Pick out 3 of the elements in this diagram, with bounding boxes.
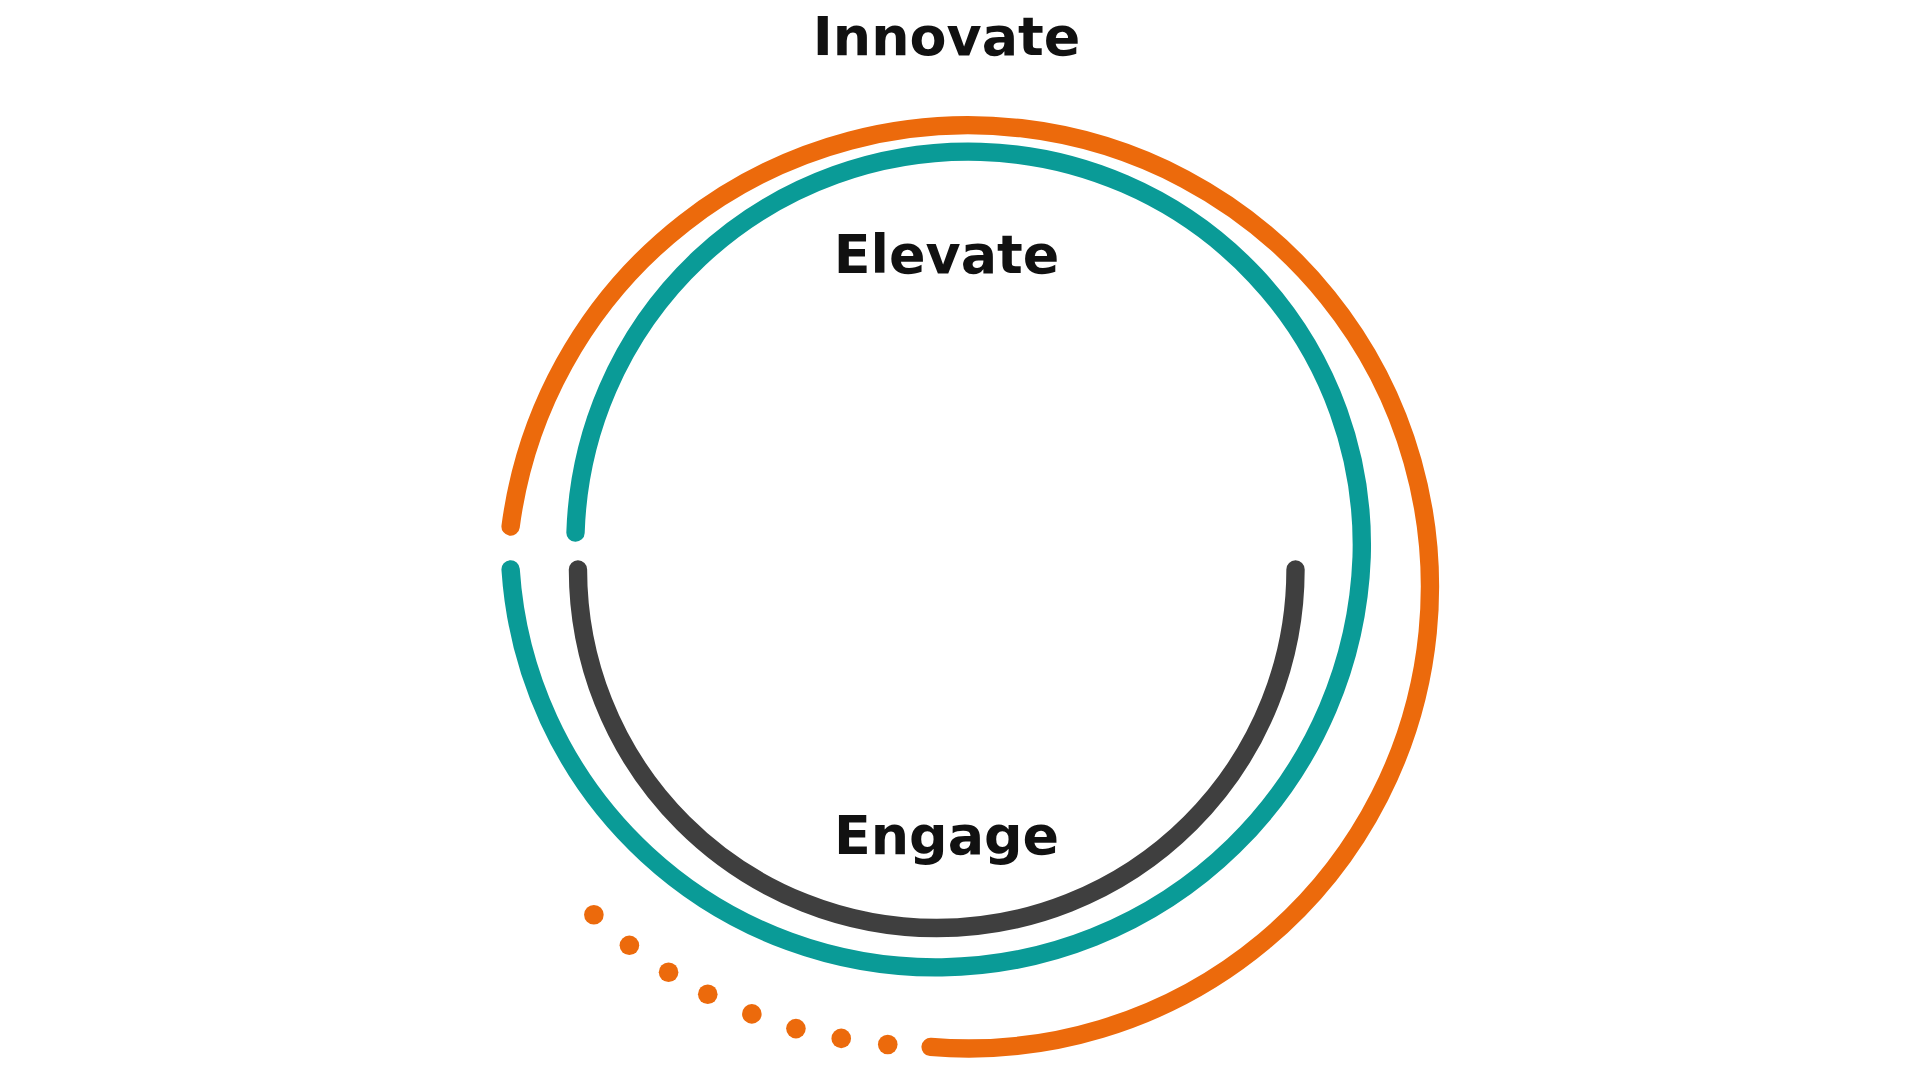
stage-label: Innovate — [812, 7, 1081, 67]
stage-label: Engage — [833, 806, 1060, 866]
stage-label: Elevate — [833, 225, 1060, 285]
